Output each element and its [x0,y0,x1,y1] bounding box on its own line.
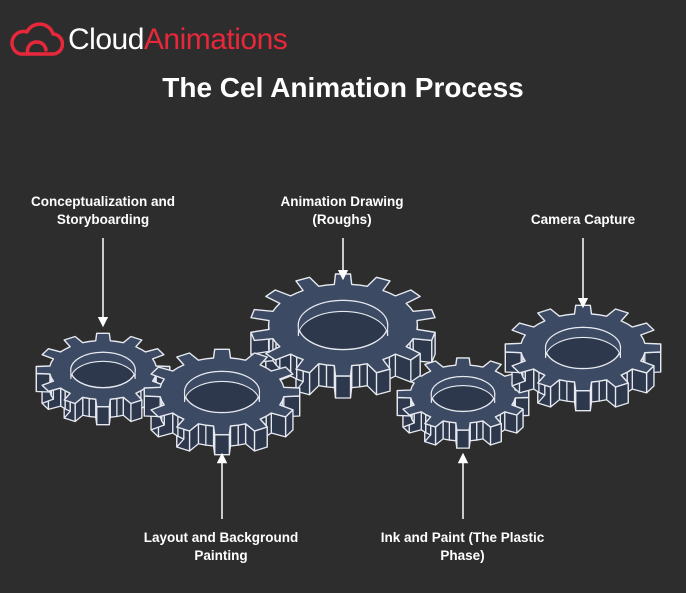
step-4-line-2: Phase) [440,548,485,563]
brand-word-animations: Animations [143,23,288,56]
step-label-5: Camera Capture [493,211,673,229]
brand-word-cloud: Cloud [68,23,144,56]
gear-step-3 [250,273,436,399]
step-4-line-1: Ink and Paint (The Plastic [380,530,545,545]
gear-step-4 [396,357,530,449]
step-2-line-2: Painting [194,548,248,563]
step-3-line-1: Animation Drawing [280,194,404,209]
step-label-1: Conceptualization and Storyboarding [13,193,193,229]
step-label-2: Layout and Background Painting [131,529,311,565]
step-label-3: Animation Drawing (Roughs) [252,193,432,229]
page-title: The Cel Animation Process [162,72,524,103]
cloud-logo-icon [10,22,64,56]
step-1-line-2: Storyboarding [56,212,150,227]
step-label-4: Ink and Paint (The Plastic Phase) [365,529,560,565]
gear-step-5 [504,304,662,412]
step-3-line-2: (Roughs) [312,212,372,227]
step-5-line-1: Camera Capture [530,212,636,227]
step-1-line-1: Conceptualization and [30,194,175,209]
gear-step-2 [143,348,301,456]
brand-logo: CloudAnimations [6,22,288,58]
brand-wordmark: CloudAnimations [68,23,288,57]
step-2-line-1: Layout and Background [143,530,299,545]
